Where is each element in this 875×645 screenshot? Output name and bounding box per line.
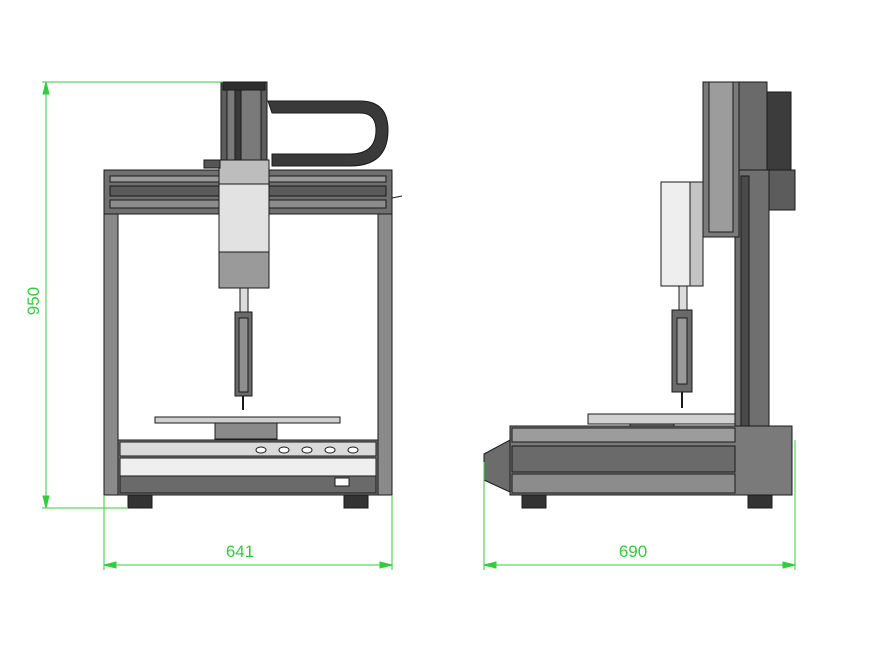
side-depth-dimension-label: 690 <box>619 542 647 561</box>
front-foot-left <box>127 494 153 509</box>
front-right-post <box>377 169 393 496</box>
cable-chain <box>267 100 389 167</box>
side-view <box>483 81 796 509</box>
front-foot-right <box>343 494 369 509</box>
side-foot-right <box>747 494 773 509</box>
height-dimension-label: 950 <box>24 287 43 315</box>
front-left-post <box>103 169 119 496</box>
side-foot-left <box>521 494 547 509</box>
front-width-dimension-label: 641 <box>226 542 254 561</box>
dimension-lines <box>42 81 796 570</box>
front-view <box>103 81 403 509</box>
work-plate <box>154 416 341 424</box>
